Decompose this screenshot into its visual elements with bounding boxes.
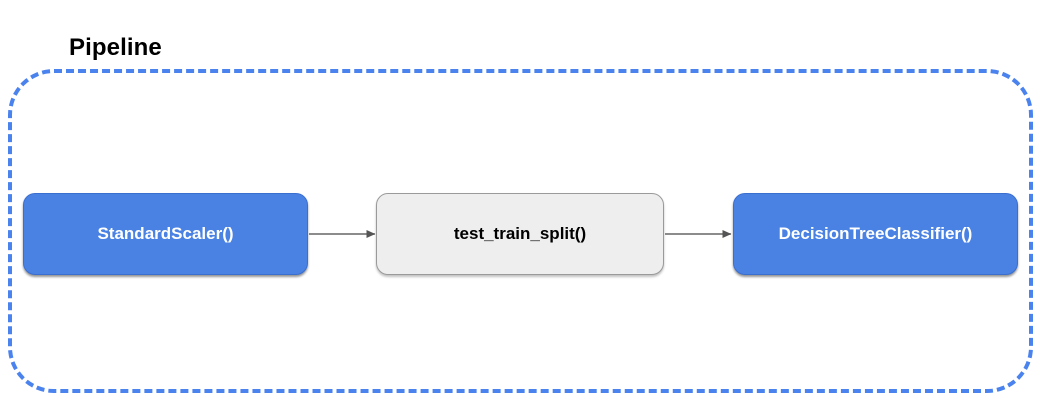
pipeline-group-container	[8, 69, 1033, 393]
group-title: Pipeline	[69, 34, 162, 61]
node-test-train-split[interactable]: test_train_split()	[376, 193, 664, 275]
node-decision-tree-classifier[interactable]: DecisionTreeClassifier()	[733, 193, 1018, 275]
node-standard-scaler[interactable]: StandardScaler()	[23, 193, 308, 275]
node-test-train-split-label: test_train_split()	[453, 224, 587, 243]
node-decision-tree-classifier-label: DecisionTreeClassifier()	[778, 224, 973, 243]
node-standard-scaler-label: StandardScaler()	[97, 224, 234, 243]
